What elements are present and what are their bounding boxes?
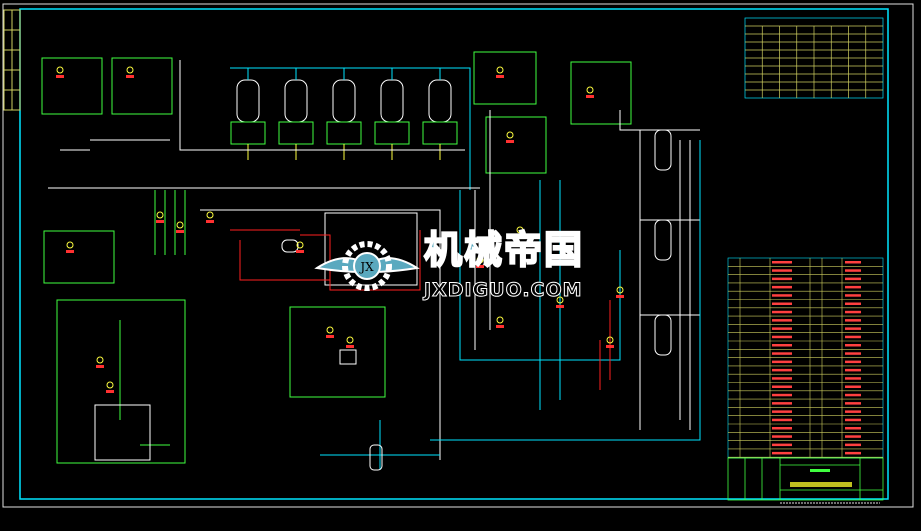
emblem-letters: JX xyxy=(358,260,374,274)
instrument-symbols xyxy=(56,66,624,393)
instrument-symbol xyxy=(496,66,504,74)
instrument-symbol xyxy=(66,241,74,249)
gear-wings-emblem-icon: JX xyxy=(314,241,420,291)
instrument-symbol xyxy=(156,211,164,219)
instrument-symbol xyxy=(296,241,304,249)
instrument-symbol xyxy=(516,226,524,234)
left-margin-strip xyxy=(3,9,21,111)
skid-packages xyxy=(41,51,632,464)
reactor-row xyxy=(230,68,458,160)
reactor-vessel xyxy=(236,79,260,123)
instrument-symbol xyxy=(176,221,184,229)
instrument-symbol xyxy=(96,356,104,364)
watermark-url-text: JXDIGUO.COM xyxy=(424,279,583,302)
instrument-symbol xyxy=(126,66,134,74)
instrument-symbol xyxy=(616,286,624,294)
instrument-symbol xyxy=(556,296,564,304)
instrument-symbol xyxy=(326,326,334,334)
instrument-symbol xyxy=(496,316,504,324)
title-block xyxy=(727,457,884,501)
vessels xyxy=(94,129,672,471)
instrument-symbol xyxy=(586,86,594,94)
watermark: JX 机械帝国 JXDIGUO.COM xyxy=(312,227,612,304)
reactor-vessel xyxy=(284,79,308,123)
pipelines xyxy=(48,60,701,470)
instrument-symbol xyxy=(106,381,114,389)
inner-border xyxy=(19,8,889,500)
reactor-vessel xyxy=(332,79,356,123)
instrument-symbol xyxy=(606,336,614,344)
instrument-symbol xyxy=(476,256,484,264)
equipment-list-table xyxy=(727,257,884,459)
instrument-symbol xyxy=(506,131,514,139)
instrument-symbol xyxy=(346,336,354,344)
watermark-chinese-text: 机械帝国 xyxy=(423,227,585,273)
instrument-symbol xyxy=(56,66,64,74)
outer-frame xyxy=(2,3,914,508)
reactor-vessel xyxy=(380,79,404,123)
reactor-vessel xyxy=(428,79,452,123)
symbol-legend-table xyxy=(744,17,884,99)
instrument-symbol xyxy=(206,211,214,219)
